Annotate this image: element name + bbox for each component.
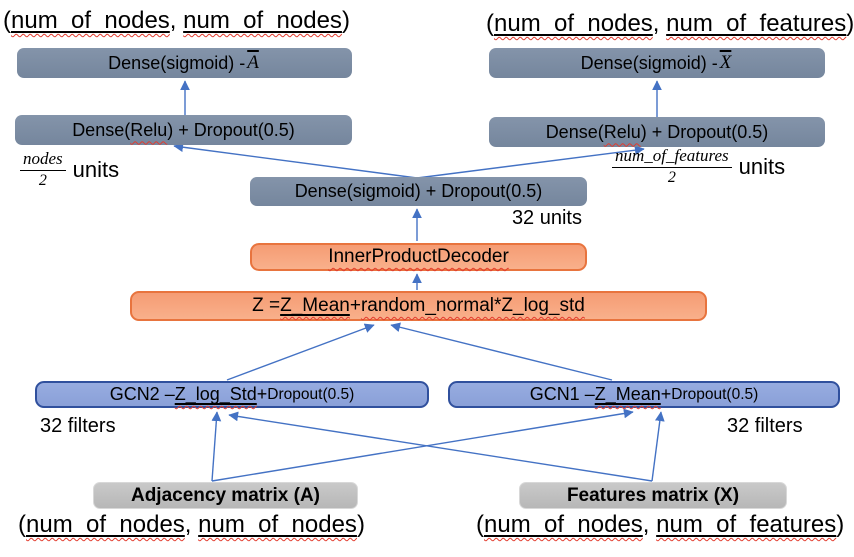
x-bar-symbol: X — [719, 52, 732, 73]
output-dims-adjacency: (num_of_nodes, num_of_nodes) — [3, 7, 350, 35]
dense-relu-pre: Dense( — [545, 121, 604, 142]
left-units-label: nodes 2 units — [20, 149, 119, 190]
dense-relu-post: ) + Dropout(0.5) — [167, 119, 295, 140]
gcn2-dropout: Dropout(0.5) — [267, 385, 355, 403]
dense-sigmoid-x-label: Dense(sigmoid) - — [580, 52, 718, 73]
a-bar-symbol: A — [247, 52, 259, 73]
gcn1-pre: GCN1 – — [529, 384, 595, 404]
paren: ( — [486, 10, 494, 37]
arrow-features-to-gcn1 — [651, 411, 665, 482]
spellcheck-underline: num_of_nodes — [198, 511, 357, 538]
fraction-numerator: num_of_features — [612, 146, 732, 168]
features-matrix-box: Features matrix (X) — [519, 482, 787, 509]
gcn2-pre: GCN2 – — [109, 384, 175, 404]
dim-token: num_of_nodes — [183, 7, 342, 34]
comma: , — [652, 10, 667, 37]
paren: ) — [836, 511, 845, 538]
adjacency-matrix-label: Adjacency matrix (A) — [130, 484, 320, 506]
dense-relu-pre: Dense( — [72, 119, 131, 140]
right-units-label: num_of_features 2 units — [612, 146, 785, 187]
arrow-adjacency-to-gcn1 — [211, 408, 634, 482]
filters-32-label: 32 filters — [40, 415, 116, 437]
gcn2-box: GCN2 – Z_log_Std +Dropout(0.5) — [35, 381, 429, 408]
spellcheck-underline: num_of_features — [666, 10, 846, 37]
arrow-gcn2-to-z — [226, 323, 375, 381]
features-matrix-label: Features matrix (X) — [566, 484, 740, 506]
gcn1-box: GCN1 – Z_Mean + Dropout(0.5) — [448, 381, 840, 408]
relu-token: Relu — [603, 121, 641, 142]
spellcheck-underline: num_of_nodes — [484, 511, 643, 538]
arrow-mid-to-relu-left — [173, 142, 418, 179]
comma: , — [642, 511, 657, 538]
random-normal-token: random_normal*Z_log_std — [360, 295, 585, 316]
gcn1-plus: + — [660, 384, 672, 404]
z-log-std-token: Z_log_Std — [174, 384, 257, 404]
dense-sigmoid-mid-box: Dense(sigmoid) + Dropout(0.5) — [250, 177, 587, 206]
adjacency-matrix-box: Adjacency matrix (A) — [93, 482, 358, 509]
z-eq-pre: Z = — [252, 295, 281, 316]
z-eq-plus: + — [349, 295, 361, 316]
input-dims-features: (num_of_nodes, num_of_features) — [476, 511, 844, 539]
paren: ) — [846, 10, 854, 37]
fraction-denominator: 2 — [38, 172, 47, 189]
paren: ( — [18, 511, 26, 538]
nodes-over-2-fraction: nodes 2 — [20, 149, 66, 190]
gcn1-filters-label: 32 filters — [727, 415, 803, 438]
paren: ( — [476, 511, 484, 538]
output-dims-features: (num_of_nodes, num_of_features) — [486, 10, 854, 38]
paren: ) — [356, 511, 365, 538]
spellcheck-underline: Z_Mean — [280, 295, 350, 317]
dim-token: num_of_nodes — [11, 7, 170, 34]
features-over-2-fraction: num_of_features 2 — [612, 146, 732, 187]
inner-product-decoder-box: InnerProductDecoder — [250, 243, 587, 271]
dim-token: num_of_features — [666, 10, 847, 37]
dim-token: num_of_nodes — [494, 10, 653, 37]
dim-token: num_of_nodes — [484, 511, 643, 538]
units-suffix: units — [72, 156, 120, 182]
comma: , — [169, 7, 184, 34]
dense-relu-right-box: Dense(Relu) + Dropout(0.5) — [489, 117, 825, 147]
gcn2-plus: + — [256, 384, 268, 404]
paren: ) — [341, 7, 350, 34]
arrow-adjacency-to-gcn2 — [211, 411, 222, 482]
z-sampling-box: Z = Z_Mean + random_normal*Z_log_std — [130, 291, 707, 321]
fraction-numerator: nodes — [20, 149, 66, 171]
input-dims-adjacency: (num_of_nodes, num_of_nodes) — [18, 511, 365, 539]
dim-token: num_of_nodes — [198, 511, 357, 538]
spellcheck-underline: Z_log_Std — [175, 384, 257, 405]
paren: ( — [3, 7, 11, 34]
spellcheck-underline: num_of_nodes — [183, 7, 342, 34]
inner-product-decoder-label: InnerProductDecoder — [328, 246, 509, 267]
units-32-label: 32 units — [511, 207, 582, 229]
dense-sigmoid-a-box: Dense(sigmoid) - A — [17, 48, 352, 78]
spellcheck-underline: num_of_nodes — [494, 10, 653, 37]
spellcheck-underline: num_of_nodes — [11, 7, 170, 34]
spellcheck-underline: num_of_nodes — [26, 511, 185, 538]
filters-32-label: 32 filters — [727, 415, 803, 437]
dense-relu-left-box: Dense(Relu) + Dropout(0.5) — [15, 115, 352, 145]
z-mean-token: Z_Mean — [594, 384, 661, 404]
comma: , — [184, 511, 199, 538]
gcn2-filters-label: 32 filters — [40, 415, 116, 438]
dim-token: num_of_features — [656, 511, 837, 538]
dense-sigmoid-a-label: Dense(sigmoid) - — [108, 52, 246, 73]
arrow-features-to-gcn2 — [228, 411, 653, 482]
mid-units-label: 32 units — [470, 207, 582, 230]
dense-relu-post: ) + Dropout(0.5) — [640, 121, 769, 142]
arrow-gcn1-to-z — [390, 322, 613, 381]
dim-token: num_of_nodes — [26, 511, 185, 538]
gcn1-dropout: Dropout(0.5) — [671, 385, 759, 403]
arrow-mid-to-relu-right — [416, 145, 645, 179]
units-suffix: units — [738, 153, 786, 179]
z-mean-token: Z_Mean — [280, 295, 350, 316]
dense-sigmoid-x-box: Dense(sigmoid) - X — [489, 48, 825, 78]
spellcheck-underline: Z_Mean — [595, 384, 661, 405]
fraction-denominator: 2 — [667, 169, 676, 186]
relu-token: Relu — [130, 119, 168, 140]
spellcheck-underline: num_of_features — [656, 511, 836, 538]
dense-sigmoid-mid-label: Dense(sigmoid) + Dropout(0.5) — [294, 181, 543, 201]
